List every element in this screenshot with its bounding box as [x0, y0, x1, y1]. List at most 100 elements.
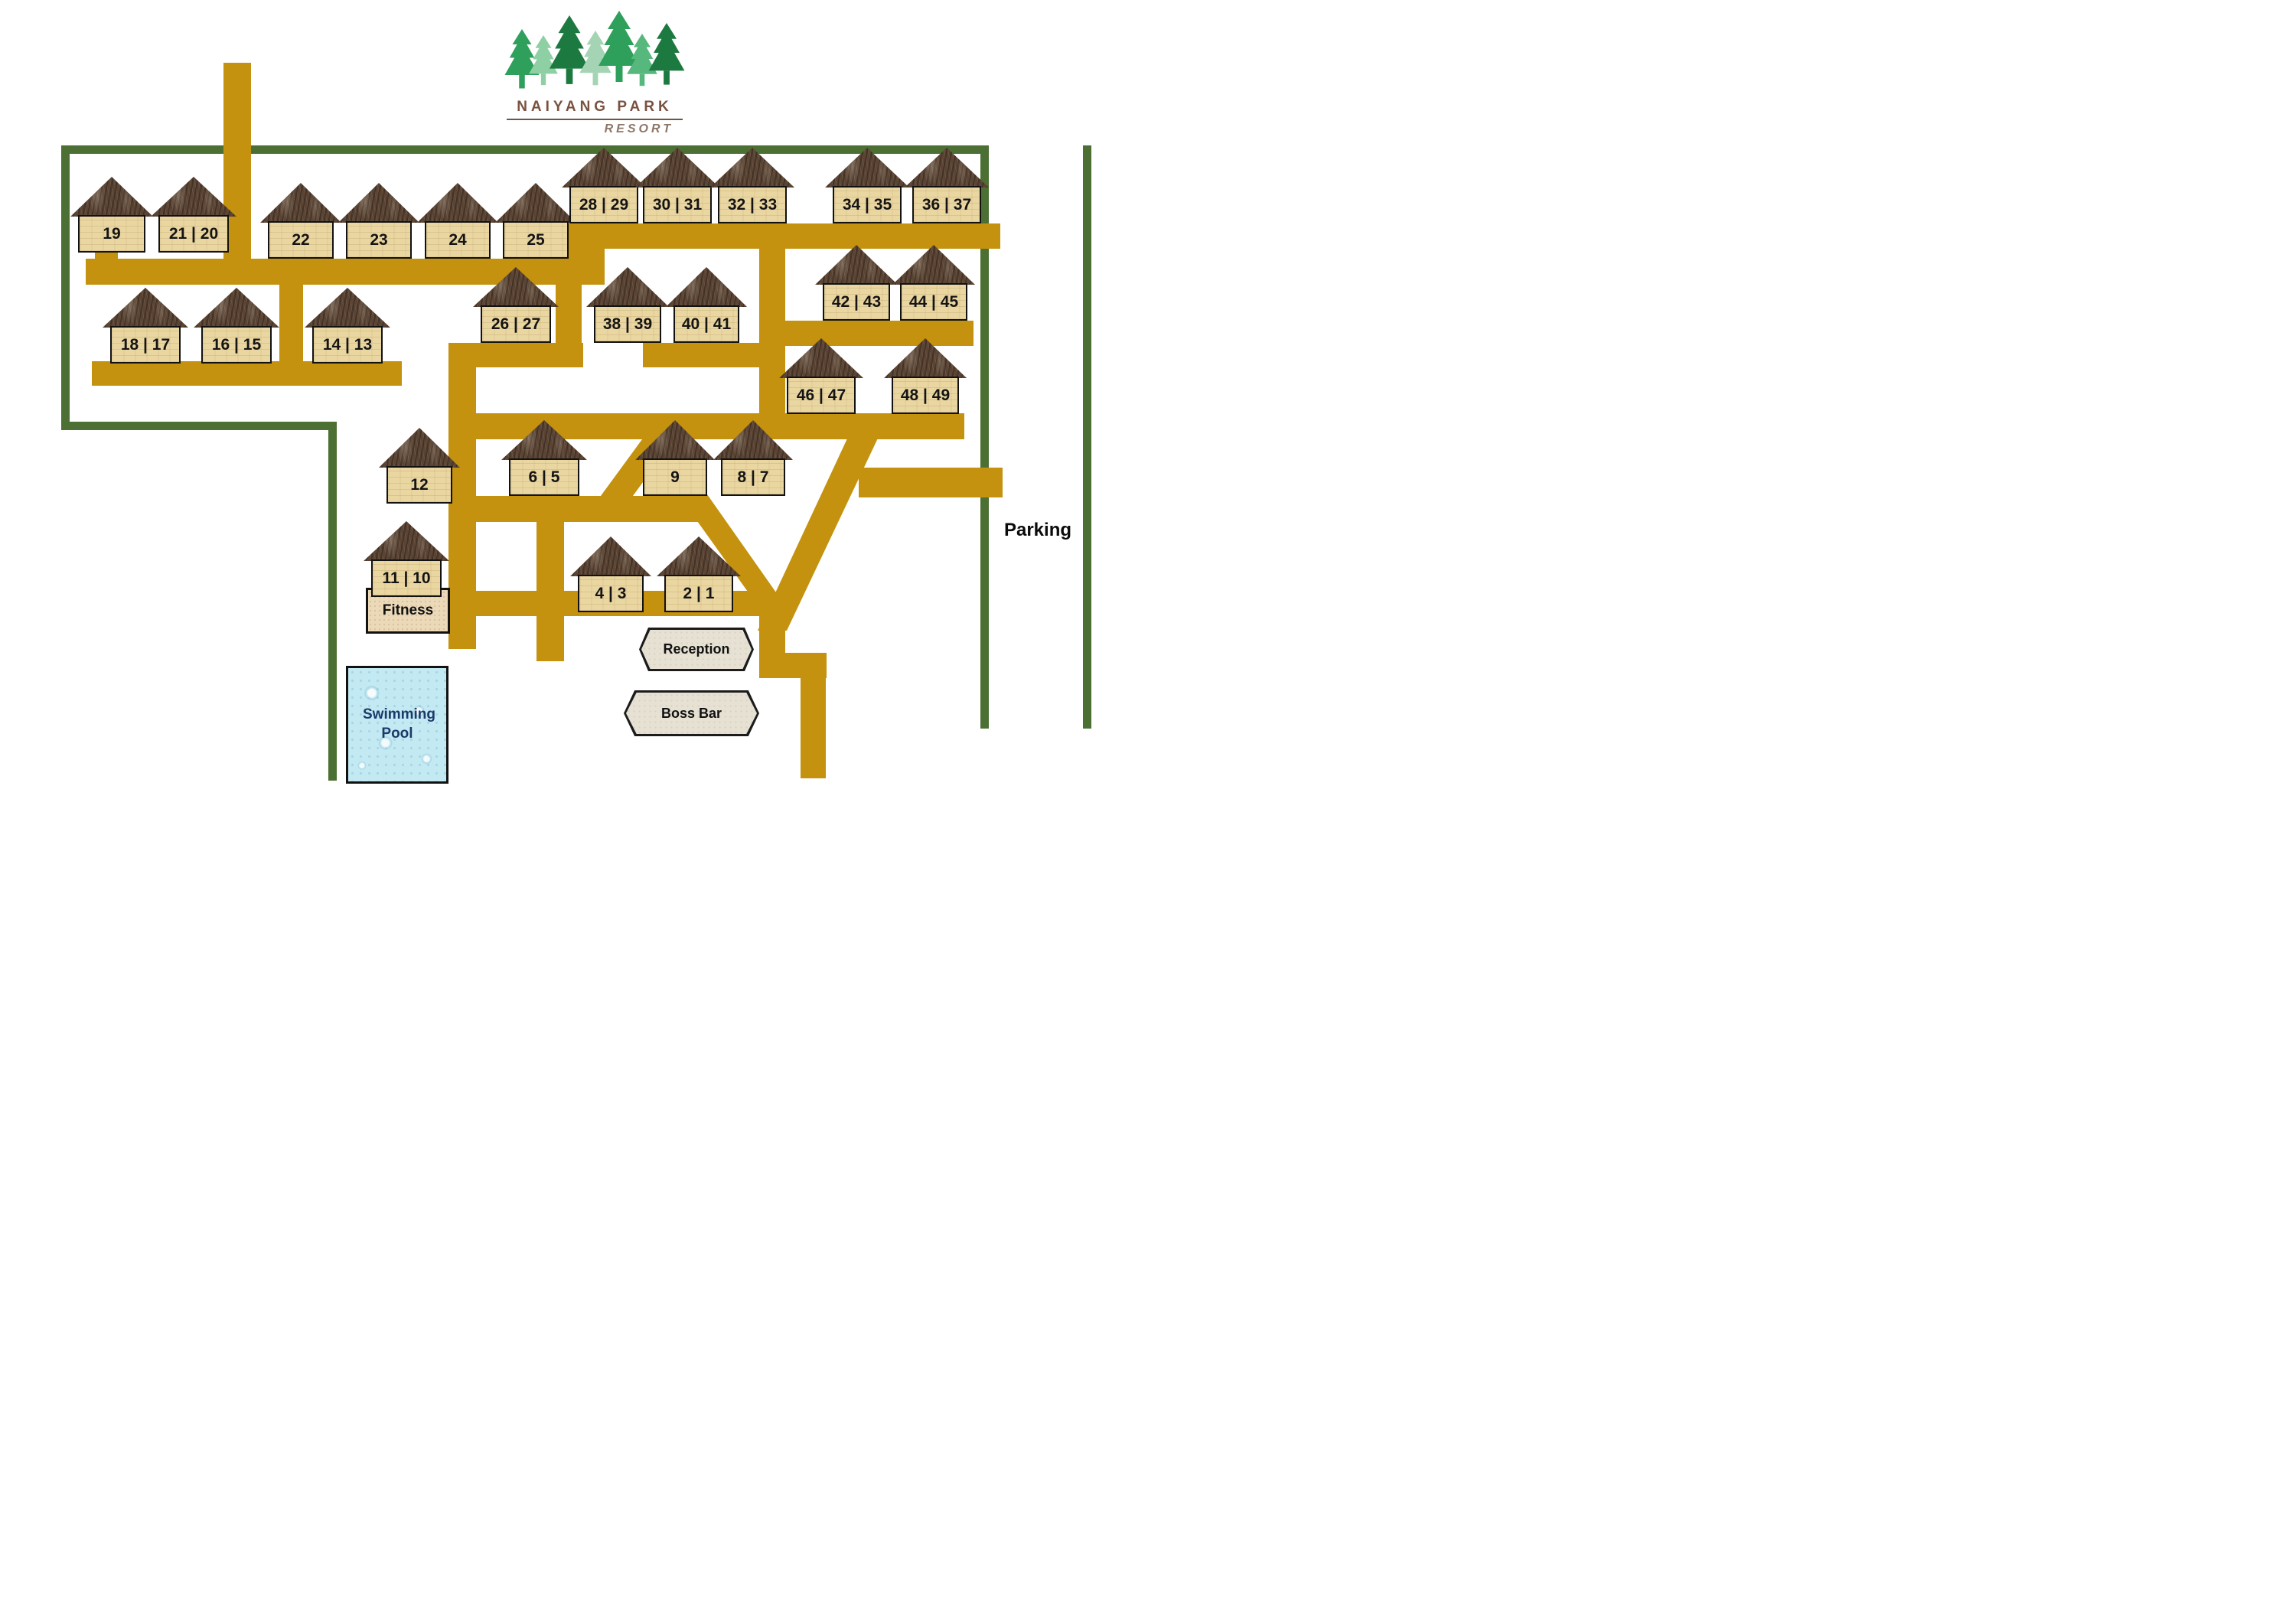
hut-42-43: 42 | 43 [815, 245, 898, 321]
road-diagonal-2 [678, 494, 787, 608]
hut-roof-icon [815, 245, 898, 285]
road-diagonal-3 [758, 414, 889, 631]
hut-number-label: 12 [386, 466, 452, 504]
hut-18-17: 18 | 17 [103, 288, 188, 364]
hut-roof-icon [586, 267, 669, 307]
hut-number-label: 48 | 49 [892, 377, 959, 414]
hut-38-39: 38 | 39 [586, 267, 669, 343]
hut-40-41: 40 | 41 [666, 267, 747, 343]
hut-roof-icon [194, 288, 279, 328]
hut-number-label: 19 [78, 215, 145, 253]
road-reception-spur [801, 653, 826, 778]
hut-roof-icon [364, 521, 449, 561]
hut-12: 12 [379, 428, 460, 504]
resort-subtitle: RESORT [604, 122, 673, 135]
hut-32-33: 32 | 33 [710, 148, 794, 223]
hut-roof-icon [635, 148, 719, 188]
roads [86, 63, 1003, 778]
hut-11-10: 11 | 10 [364, 521, 449, 597]
boss-bar-label: Boss Bar [660, 705, 722, 721]
hut-48-49: 48 | 49 [884, 338, 967, 414]
hut-roof-icon [710, 148, 794, 188]
hut-roof-icon [260, 183, 341, 223]
hut-19: 19 [70, 177, 153, 253]
hut-25: 25 [495, 183, 576, 259]
hut-number-label: 14 | 13 [312, 326, 383, 364]
logo-divider [507, 119, 683, 120]
road-north-row [598, 223, 1000, 249]
hut-roof-icon [905, 148, 989, 188]
hut-roof-icon [825, 148, 909, 188]
hut-roof-icon [70, 177, 153, 217]
hut-roof-icon [305, 288, 390, 328]
hut-number-label: 44 | 45 [900, 283, 967, 321]
hut-number-label: 46 | 47 [787, 377, 856, 414]
hut-number-label: 38 | 39 [594, 305, 661, 343]
hut-number-label: 2 | 1 [664, 575, 733, 612]
hut-number-label: 42 | 43 [823, 283, 890, 321]
hut-6-5: 6 | 5 [501, 420, 587, 496]
hut-4-3: 4 | 3 [570, 536, 651, 612]
hut-number-label: 25 [503, 221, 569, 259]
hut-roof-icon [892, 245, 975, 285]
hut-24: 24 [417, 183, 498, 259]
hut-number-label: 9 [643, 458, 707, 496]
hut-roof-icon [417, 183, 498, 223]
resort-name: NAIYANG PARK [517, 99, 673, 115]
hut-8-7: 8 | 7 [713, 420, 793, 496]
hut-number-label: 40 | 41 [673, 305, 739, 343]
hut-28-29: 28 | 29 [562, 148, 646, 223]
hut-number-label: 21 | 20 [158, 215, 229, 253]
hut-number-label: 36 | 37 [912, 186, 981, 223]
hut-roof-icon [570, 536, 651, 576]
hut-roof-icon [666, 267, 747, 307]
resort-map: NAIYANG PARK RESORT Fitness Swimming Poo… [0, 0, 1148, 812]
hut-roof-icon [379, 428, 460, 468]
hut-roof-icon [338, 183, 419, 223]
hut-number-label: 4 | 3 [578, 575, 644, 612]
hut-number-label: 11 | 10 [371, 559, 442, 597]
hut-roof-icon [713, 420, 793, 460]
hut-21-20: 21 | 20 [151, 177, 236, 253]
hut-number-label: 22 [268, 221, 334, 259]
hut-30-31: 30 | 31 [635, 148, 719, 223]
hut-roof-icon [635, 420, 715, 460]
hut-roof-icon [495, 183, 576, 223]
hut-number-label: 8 | 7 [721, 458, 785, 496]
hut-46-47: 46 | 47 [779, 338, 863, 414]
road-southwest-row [92, 361, 402, 386]
reception-label: Reception [663, 641, 730, 657]
hut-34-35: 34 | 35 [825, 148, 909, 223]
fitness-label: Fitness [382, 602, 434, 618]
resort-logo: NAIYANG PARK RESORT [499, 6, 690, 136]
hut-roof-icon [501, 420, 587, 460]
hut-number-label: 23 [346, 221, 412, 259]
hut-roof-icon [103, 288, 188, 328]
road-parking-access [859, 468, 1003, 497]
road-network [61, 63, 1091, 781]
hut-roof-icon [884, 338, 967, 378]
hut-number-label: 30 | 31 [643, 186, 712, 223]
hut-number-label: 18 | 17 [110, 326, 181, 364]
hut-2-1: 2 | 1 [657, 536, 741, 612]
hut-36-37: 36 | 37 [905, 148, 989, 223]
fence [61, 145, 1091, 781]
swimming-pool: Swimming Pool [346, 666, 448, 784]
parking-boundary [1083, 145, 1091, 729]
hut-number-label: 26 | 27 [481, 305, 551, 343]
road-east-row [759, 321, 974, 346]
hut-roof-icon [473, 267, 559, 307]
hut-roof-icon [562, 148, 646, 188]
parking-area-label: Parking [1003, 520, 1072, 540]
hut-roof-icon [779, 338, 863, 378]
hut-number-label: 32 | 33 [718, 186, 787, 223]
hut-number-label: 28 | 29 [569, 186, 638, 223]
logo-trees-icon [504, 11, 685, 89]
hut-number-label: 6 | 5 [509, 458, 579, 496]
hut-16-15: 16 | 15 [194, 288, 279, 364]
swimming-pool-label: Swimming Pool [363, 706, 436, 742]
hut-22: 22 [260, 183, 341, 259]
hut-14-13: 14 | 13 [305, 288, 390, 364]
hut-23: 23 [338, 183, 419, 259]
boss-bar-building: Boss Bar [624, 690, 759, 736]
